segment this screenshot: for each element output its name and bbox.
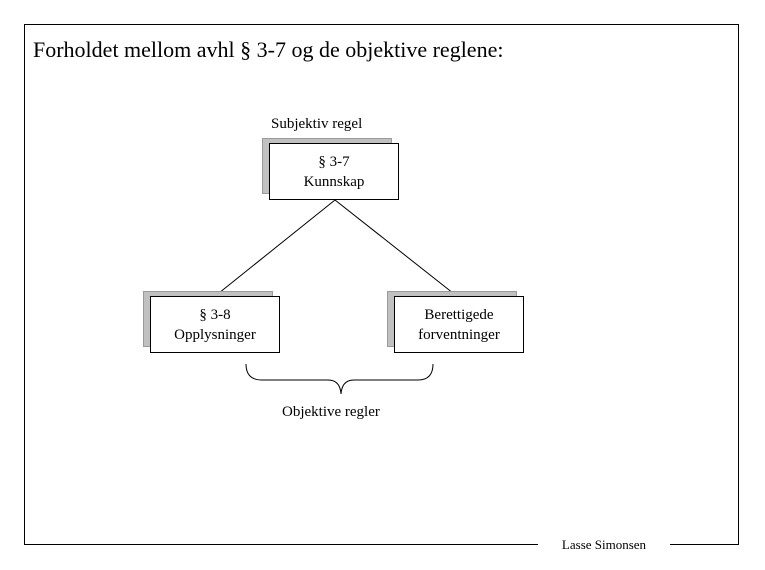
objective-brace — [245, 363, 434, 395]
slide-frame — [24, 24, 739, 545]
left-box-line1: § 3-8 — [199, 306, 231, 323]
top-box: § 3-7 Kunnskap — [269, 143, 399, 200]
left-box-line2: Opplysninger — [174, 326, 256, 343]
connector-right — [334, 199, 459, 298]
connector-left — [213, 199, 336, 298]
top-box-line1: § 3-7 — [318, 153, 350, 170]
subjective-label: Subjektiv regel — [271, 116, 363, 132]
right-box: Berettigede forventninger — [394, 296, 524, 353]
slide-title: Forholdet mellom avhl § 3-7 og de objekt… — [33, 37, 504, 62]
right-box-line1: Berettigede — [424, 306, 494, 323]
objective-label: Objektive regler — [282, 404, 380, 420]
right-box-line2: forventninger — [418, 326, 500, 343]
left-box: § 3-8 Opplysninger — [150, 296, 280, 353]
author-footer: Lasse Simonsen — [538, 537, 670, 553]
top-box-line2: Kunnskap — [303, 173, 365, 190]
